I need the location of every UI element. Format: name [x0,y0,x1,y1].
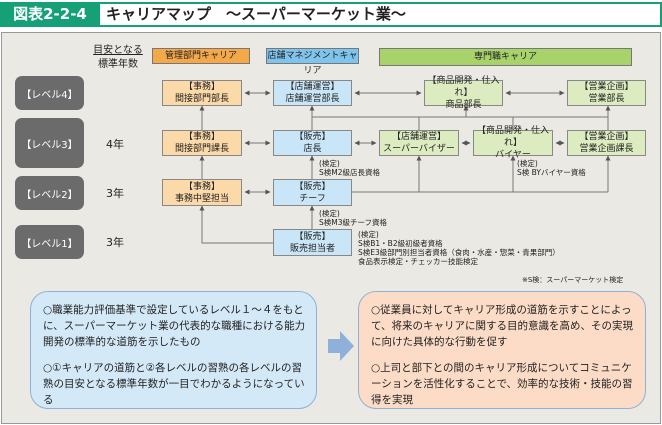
cert-line: (検定) [319,209,340,218]
box-category: 【店舗運営】 [285,82,340,92]
box-role: 営業企画課長 [579,144,634,154]
level-4-label: 【レベル4】 [15,76,84,110]
summary-point: ○従業員に対してキャリア形成の道筋を示すことによって、将来のキャリアに関する目的… [371,304,633,348]
sales-staff-box: 【販売】販売担当者 [273,229,352,256]
chief-box: 【販売】チーフ [273,179,352,206]
box-role: チーフ [299,193,326,204]
level-3-label: 【レベル3】 [15,118,84,168]
level-2-label: 【レベル2】 [15,176,84,210]
admin-division-manager-box: 【事務】間接部門部長 [162,80,242,106]
admin-mid-staff-box: 【事務】事務中堅担当 [162,179,242,206]
box-role: 販売担当者 [289,243,335,254]
cert-line: (検定) [319,159,340,168]
cert-line: (検定) [358,230,379,239]
box-role: 間接部門部長 [174,94,229,104]
level-1-label: 【レベル1】 [15,225,84,259]
years-header: 目安となる 標準年数 [86,44,150,72]
figure-number-badge: 図表2-2-4 [0,2,100,27]
supervisor-box: 【店舗運営】スーパーバイザー [379,130,459,156]
box-category: 【販売】 [294,132,331,142]
box-role: 営業部長 [588,94,625,104]
box-role: 間接部門課長 [174,144,229,154]
box-category: 【営業企画】 [579,132,634,142]
box-category: 【営業企画】 [579,82,634,92]
box-category: 【事務】 [183,82,220,92]
box-category: 【事務】 [183,132,220,142]
merchandise-manager-box: 【商品開発・仕入れ】商品部長 [424,76,503,110]
level-3-years: 4年 [106,138,124,151]
buyer-box: 【商品開発・仕入れ】バイヤー [473,126,553,160]
box-role: 商品部長 [445,100,482,110]
cert-line: S検M3級チーフ資格 [319,218,388,227]
cert-line: (検定) [517,159,538,168]
years-header-line1: 目安となる [93,45,143,56]
box-role: バイヤー [495,150,531,160]
store-ops-manager-box: 【店舗運営】店舗運営部長 [273,80,352,106]
years-header-line2: 標準年数 [98,59,138,70]
box-role: 店長 [303,144,322,154]
specialist-career-header: 専門職キャリア [379,48,632,66]
summary-point: ○①キャリアの道筋と②各レベルの習熟の各レベルの習熟の目安となる標準年数が一目で… [43,362,305,406]
summary-point: ○職業能力評価基準で設定しているレベル１～４をもとに、スーパーマーケット業の代表… [43,304,306,348]
cert-m2: (検定)S検M2級店長資格 [319,159,380,177]
box-category: 【販売】 [294,181,331,192]
box-role: スーパーバイザー [383,144,455,154]
store-career-header: 店舗マネジメントキャリア [266,48,359,76]
cert-line: S検M2級店長資格 [319,168,381,177]
level-2-years: 3年 [106,187,124,200]
box-category: 【商品開発・仕入れ】 [476,126,549,148]
cert-m3: (検定)S検M3級チーフ資格 [319,209,387,227]
summary-card-left: ○職業能力評価基準で設定しているレベル１～４をもとに、スーパーマーケット業の代表… [30,291,317,409]
right-arrow-icon [328,331,354,361]
cert-line: S検B1・B2級初級者資格 [358,239,443,248]
admin-section-chief-box: 【事務】間接部門課長 [162,130,242,156]
cert-line: S検 BYバイヤー資格 [517,168,586,177]
box-category: 【商品開発・仕入れ】 [427,76,500,98]
box-category: 【事務】 [183,181,220,192]
figure-title: キャリアマップ ～スーパーマーケット業～ [100,2,662,27]
box-category: 【店舗運営】 [391,132,446,142]
box-category: 【販売】 [294,231,331,242]
footnote: ※S検：スーパーマーケット検定 [522,276,624,284]
summary-card-right: ○従業員に対してキャリア形成の道筋を示すことによって、将来のキャリアに関する目的… [358,291,646,409]
store-manager-box: 【販売】店長 [273,130,352,156]
sales-planning-chief-box: 【営業企画】営業企画課長 [567,130,646,156]
box-role: 事務中堅担当 [174,193,229,204]
summary-point: ○上司と部下との間のキャリア形成についてコミュニケーションを活性化することで、効… [371,362,633,406]
level-1-years: 3年 [106,236,124,249]
cert-line: S検E3級部門別担当者資格（食肉・水産・惣菜・青果部門） [358,248,560,257]
box-role: 店舗運営部長 [285,94,340,104]
cert-line: 食品表示検定・チェッカー技能検定 [358,257,478,266]
admin-career-header: 管理部門キャリア [152,48,250,64]
cert-by: (検定)S検 BYバイヤー資格 [517,159,586,177]
sales-manager-box: 【営業企画】営業部長 [567,80,646,106]
